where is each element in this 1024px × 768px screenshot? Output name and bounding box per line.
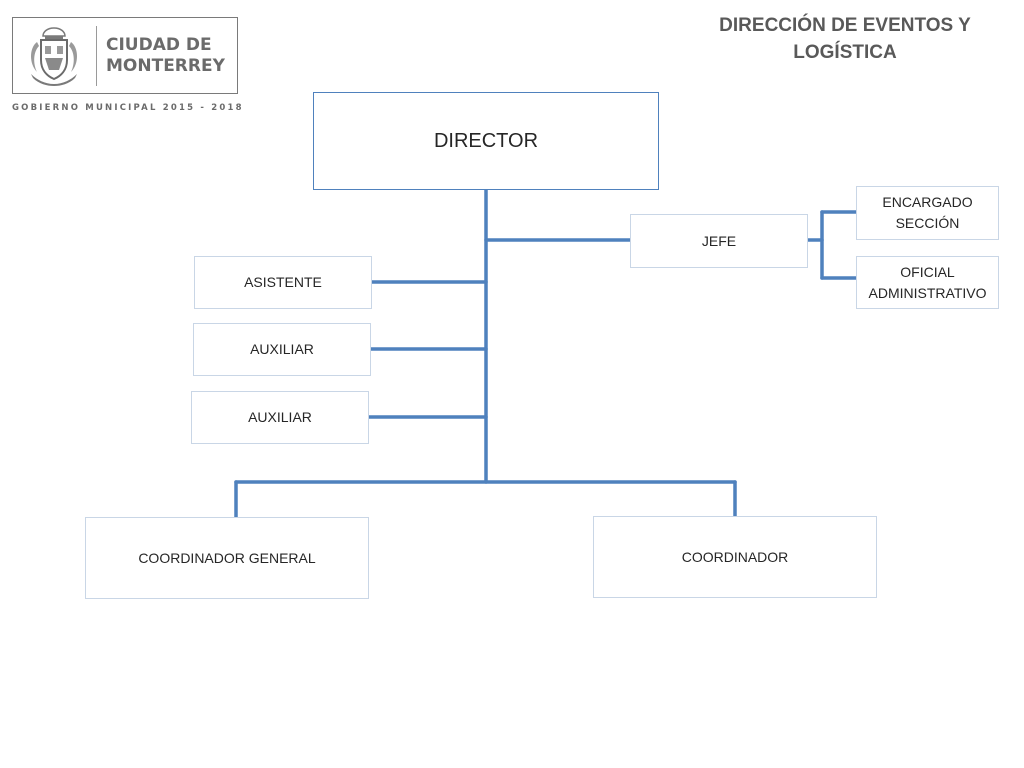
node-auxiliar-1-label: AUXILIAR [250,341,314,357]
node-encargado-seccion: ENCARGADO SECCIÓN [856,186,999,240]
logo-divider [96,26,97,86]
node-auxiliar-2-label: AUXILIAR [248,409,312,425]
node-director-label: DIRECTOR [433,129,539,152]
node-auxiliar-2: AUXILIAR [191,391,369,444]
node-coordinador-label: COORDINADOR [681,549,789,565]
node-encargado-seccion-label: ENCARGADO SECCIÓN [882,194,973,231]
city-seal-icon [31,27,77,86]
node-coordinador: COORDINADOR [593,516,877,598]
node-coordinador-general-label: COORDINADOR GENERAL [138,549,316,566]
node-oficial-administrativo: OFICIAL ADMINISTRATIVO [856,256,999,309]
node-jefe-label: JEFE [701,232,737,249]
page-title: DIRECCIÓN DE EVENTOS Y LOGÍSTICA [719,15,971,63]
node-director: DIRECTOR [313,92,659,190]
node-coordinador-general: COORDINADOR GENERAL [85,517,369,599]
node-asistente-label: ASISTENTE [244,274,322,290]
node-asistente: ASISTENTE [194,256,372,309]
node-auxiliar-1: AUXILIAR [193,323,371,376]
municipal-logo: CIUDAD DE MONTERREY [12,17,238,94]
government-caption: GOBIERNO MUNICIPAL 2015 - 2018 [12,103,244,113]
node-oficial-administrativo-label: OFICIAL ADMINISTRATIVO [868,263,987,301]
city-name: CIUDAD DE MONTERREY [106,35,225,76]
node-jefe: JEFE [630,214,808,268]
